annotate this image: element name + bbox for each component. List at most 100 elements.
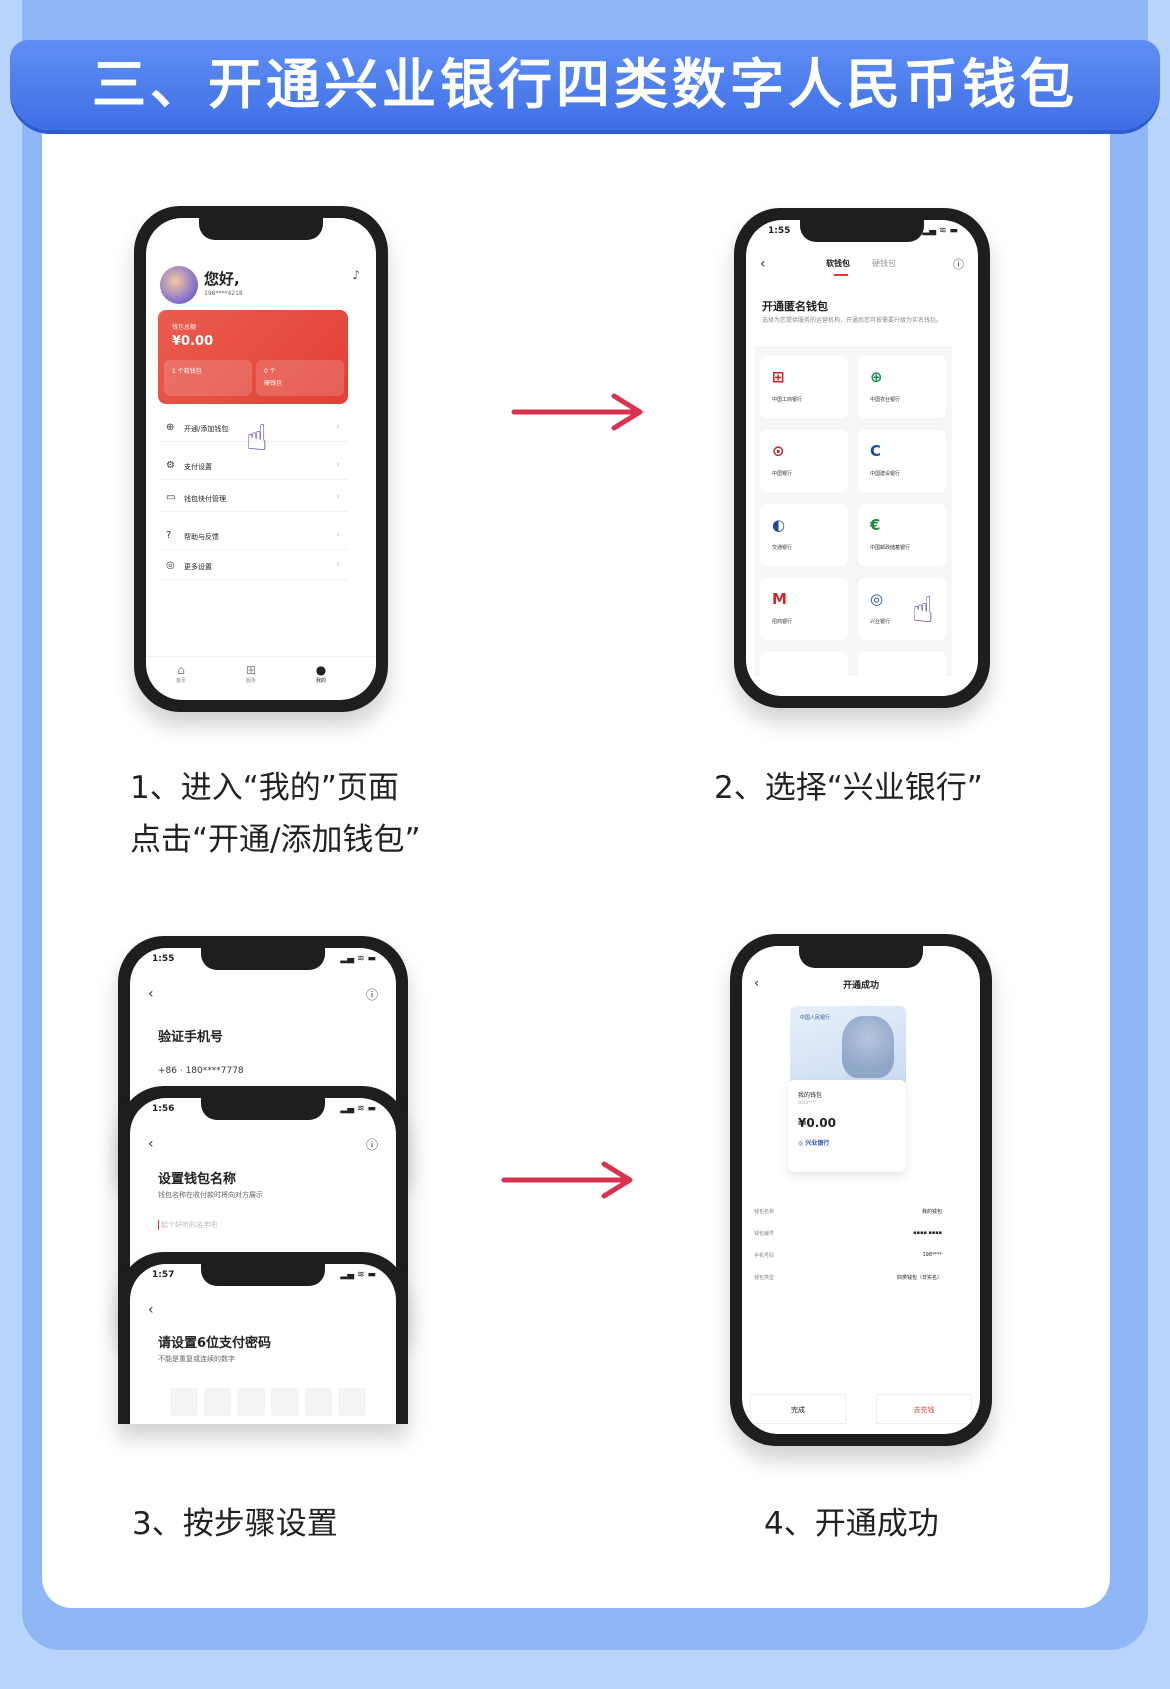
password-boxes[interactable] — [170, 1388, 367, 1416]
bank-grid: ⊞ 中国工商银行 ⊕ 中国农业银行 ⊙ 中国银行 C 中国建设银行 ◐ 交通银行… — [754, 346, 952, 696]
bank-abc[interactable]: ⊕ 中国农业银行 — [858, 356, 946, 418]
wallet-total-card[interactable]: 钱包总额 ¥0.00 1 个软钱包 0 个 硬钱包 — [158, 310, 348, 404]
page-title: 三、开通兴业银行四类数字人民币钱包 — [92, 53, 1078, 116]
step3-caption: 3、按步骤设置 — [132, 1498, 338, 1550]
avatar[interactable] — [160, 266, 198, 304]
status-icons: ▂▄ ≋ ▬ — [340, 1104, 376, 1114]
tab-underline — [834, 274, 848, 276]
back-icon[interactable]: ‹ — [148, 986, 154, 1002]
arrow-right-icon — [501, 1161, 633, 1199]
tab-services[interactable]: ⊞ 服务 — [236, 663, 266, 684]
verify-phone-number: +86 · 180****7778 — [158, 1066, 244, 1076]
phone-number: 198****4218 — [204, 290, 243, 297]
info-val: 四类钱包（非实名） — [896, 1275, 942, 1281]
topup-button[interactable]: 去充钱 — [876, 1394, 972, 1424]
menu-label: 帮助与反馈 — [184, 533, 219, 541]
info-row: 钱包名称 我的钱包 — [754, 1208, 942, 1222]
tap-hand-icon: ☝ — [246, 418, 268, 459]
password-box — [203, 1388, 232, 1416]
menu-item-open-wallet[interactable]: ⊕ 开通/添加钱包 › — [158, 416, 348, 442]
phone-screen: 您好, 198****4218 ♪ 钱包总额 ¥0.00 1 个软钱包 0 个 … — [146, 218, 376, 700]
bank-partial-1[interactable] — [760, 652, 848, 696]
menu-label: 支付设置 — [184, 463, 212, 471]
chevron-right-icon: › — [336, 530, 340, 540]
status-time: 1:57 — [152, 1270, 175, 1280]
info-row: 钱包类型 四类钱包（非实名） — [754, 1274, 942, 1288]
tab-soft-wallet[interactable]: 软钱包 — [826, 259, 850, 268]
status-icons: ▂▄ ≋ ▬ — [922, 226, 958, 236]
tab-hard-wallet[interactable]: 硬钱包 — [872, 259, 896, 268]
bank-name: 中国工商银行 — [772, 397, 803, 403]
card-amount: ¥0.00 — [172, 334, 214, 349]
success-title: 开通成功 — [842, 981, 879, 991]
soft-wallet-count[interactable]: 1 个软钱包 — [164, 360, 252, 396]
back-icon[interactable]: ‹ — [148, 1302, 154, 1318]
bank-name: 招商银行 — [772, 619, 793, 625]
wallet-name-input[interactable]: 起个好听的名字吧 — [158, 1220, 217, 1230]
bank-psbc[interactable]: € 中国邮政储蓄银行 — [858, 504, 946, 566]
phone-step4: ‹ 开通成功 中国人民银行 我的钱包 0010**** ¥0.00 ◎ 兴业银行… — [730, 934, 992, 1446]
bank-icbc[interactable]: ⊞ 中国工商银行 — [760, 356, 848, 418]
set-password-title: 请设置6位支付密码 — [158, 1336, 272, 1351]
menu-item-quickpay[interactable]: ▭ 钱包快付管理 › — [158, 486, 348, 512]
phone-notch — [199, 218, 323, 240]
info-val: 我的钱包 — [921, 1209, 942, 1215]
bank-cib[interactable]: ◎ 兴业银行 — [858, 578, 946, 640]
phone-notch — [201, 1264, 325, 1286]
soft-wallet-label: 1 个软钱包 — [172, 368, 202, 375]
tab-bar: ⌂ 首页 ⊞ 服务 ● 我的 — [146, 656, 376, 700]
bank-name: 兴业银行 — [870, 619, 891, 625]
info-val: 198**** — [922, 1252, 942, 1258]
hard-wallet-count[interactable]: 0 个 硬钱包 — [256, 360, 344, 396]
bank-bocom[interactable]: ◐ 交通银行 — [760, 504, 848, 566]
psbc-icon: € — [870, 516, 881, 534]
caption-line: 点击“开通/添加钱包” — [130, 822, 421, 858]
chevron-right-icon: › — [336, 422, 340, 432]
menu-item-help[interactable]: ? 帮助与反馈 › — [158, 524, 348, 550]
menu-item-more-settings[interactable]: ◎ 更多设置 › — [158, 554, 348, 580]
help-icon: ? — [166, 530, 172, 541]
status-icons: ▂▄ ≋ ▬ — [340, 1270, 376, 1280]
caption-line: 3、按步骤设置 — [132, 1506, 338, 1542]
wallet-card[interactable]: 我的钱包 0010**** ¥0.00 ◎ 兴业银行 — [788, 1080, 906, 1172]
user-icon: ● — [315, 663, 327, 677]
back-icon[interactable]: ‹ — [148, 1136, 154, 1152]
help-icon[interactable]: ⓘ — [953, 258, 964, 271]
phone-step3-password: 1:57 ▂▄ ≋ ▬ ‹ 请设置6位支付密码 不能是重复或连续的数字 — [118, 1252, 408, 1424]
done-button[interactable]: 完成 — [750, 1394, 846, 1424]
password-box — [170, 1388, 198, 1416]
chevron-right-icon: › — [336, 560, 340, 570]
abc-icon: ⊕ — [870, 368, 883, 386]
home-icon: ⌂ — [177, 663, 185, 677]
phone-step1: 您好, 198****4218 ♪ 钱包总额 ¥0.00 1 个软钱包 0 个 … — [134, 206, 388, 712]
password-box — [271, 1388, 299, 1416]
set-password-sub: 不能是重复或连续的数字 — [158, 1355, 235, 1363]
title-banner: 三、开通兴业银行四类数字人民币钱包 — [10, 40, 1160, 130]
set-wallet-name-sub: 钱包名称在收付款时将向对方展示 — [158, 1191, 263, 1199]
wallet-bank-name: 兴业银行 — [805, 1140, 830, 1147]
tab-home[interactable]: ⌂ 首页 — [166, 663, 196, 684]
note-bank-name: 中国人民银行 — [800, 1015, 831, 1021]
back-icon[interactable]: ‹ — [760, 256, 766, 272]
greeting: 您好, — [204, 270, 240, 288]
tab-mine[interactable]: ● 我的 — [306, 663, 336, 684]
menu-item-pay-settings[interactable]: ⚙ 支付设置 › — [158, 454, 348, 480]
phone-notch — [201, 1098, 325, 1120]
settings-icon: ◎ — [166, 560, 175, 571]
bank-boc[interactable]: ⊙ 中国银行 — [760, 430, 848, 492]
phone-screen: ‹ 开通成功 中国人民银行 我的钱包 0010**** ¥0.00 ◎ 兴业银行… — [742, 946, 980, 1434]
phone-notch — [800, 220, 924, 242]
help-icon[interactable]: ⓘ — [365, 988, 378, 1002]
back-icon[interactable]: ‹ — [754, 976, 760, 991]
bank-cmb[interactable]: M 招商银行 — [760, 578, 848, 640]
phone-screen: 1:55 ▂▄ ≋ ▬ ‹ 软钱包 硬钱包 ⓘ 开通匿名钱包 选择为您提供服务的… — [746, 220, 978, 696]
bank-partial-2[interactable] — [858, 652, 946, 696]
bank-ccb[interactable]: C 中国建设银行 — [858, 430, 946, 492]
bell-icon[interactable]: ♪ — [352, 268, 360, 282]
password-box — [338, 1388, 367, 1416]
bank-name: 中国银行 — [772, 471, 793, 477]
wallet-bank: ◎ 兴业银行 — [798, 1140, 830, 1147]
verify-phone-title: 验证手机号 — [158, 1030, 224, 1045]
wallet-icon: ▭ — [166, 492, 176, 503]
help-icon[interactable]: ⓘ — [365, 1138, 378, 1152]
